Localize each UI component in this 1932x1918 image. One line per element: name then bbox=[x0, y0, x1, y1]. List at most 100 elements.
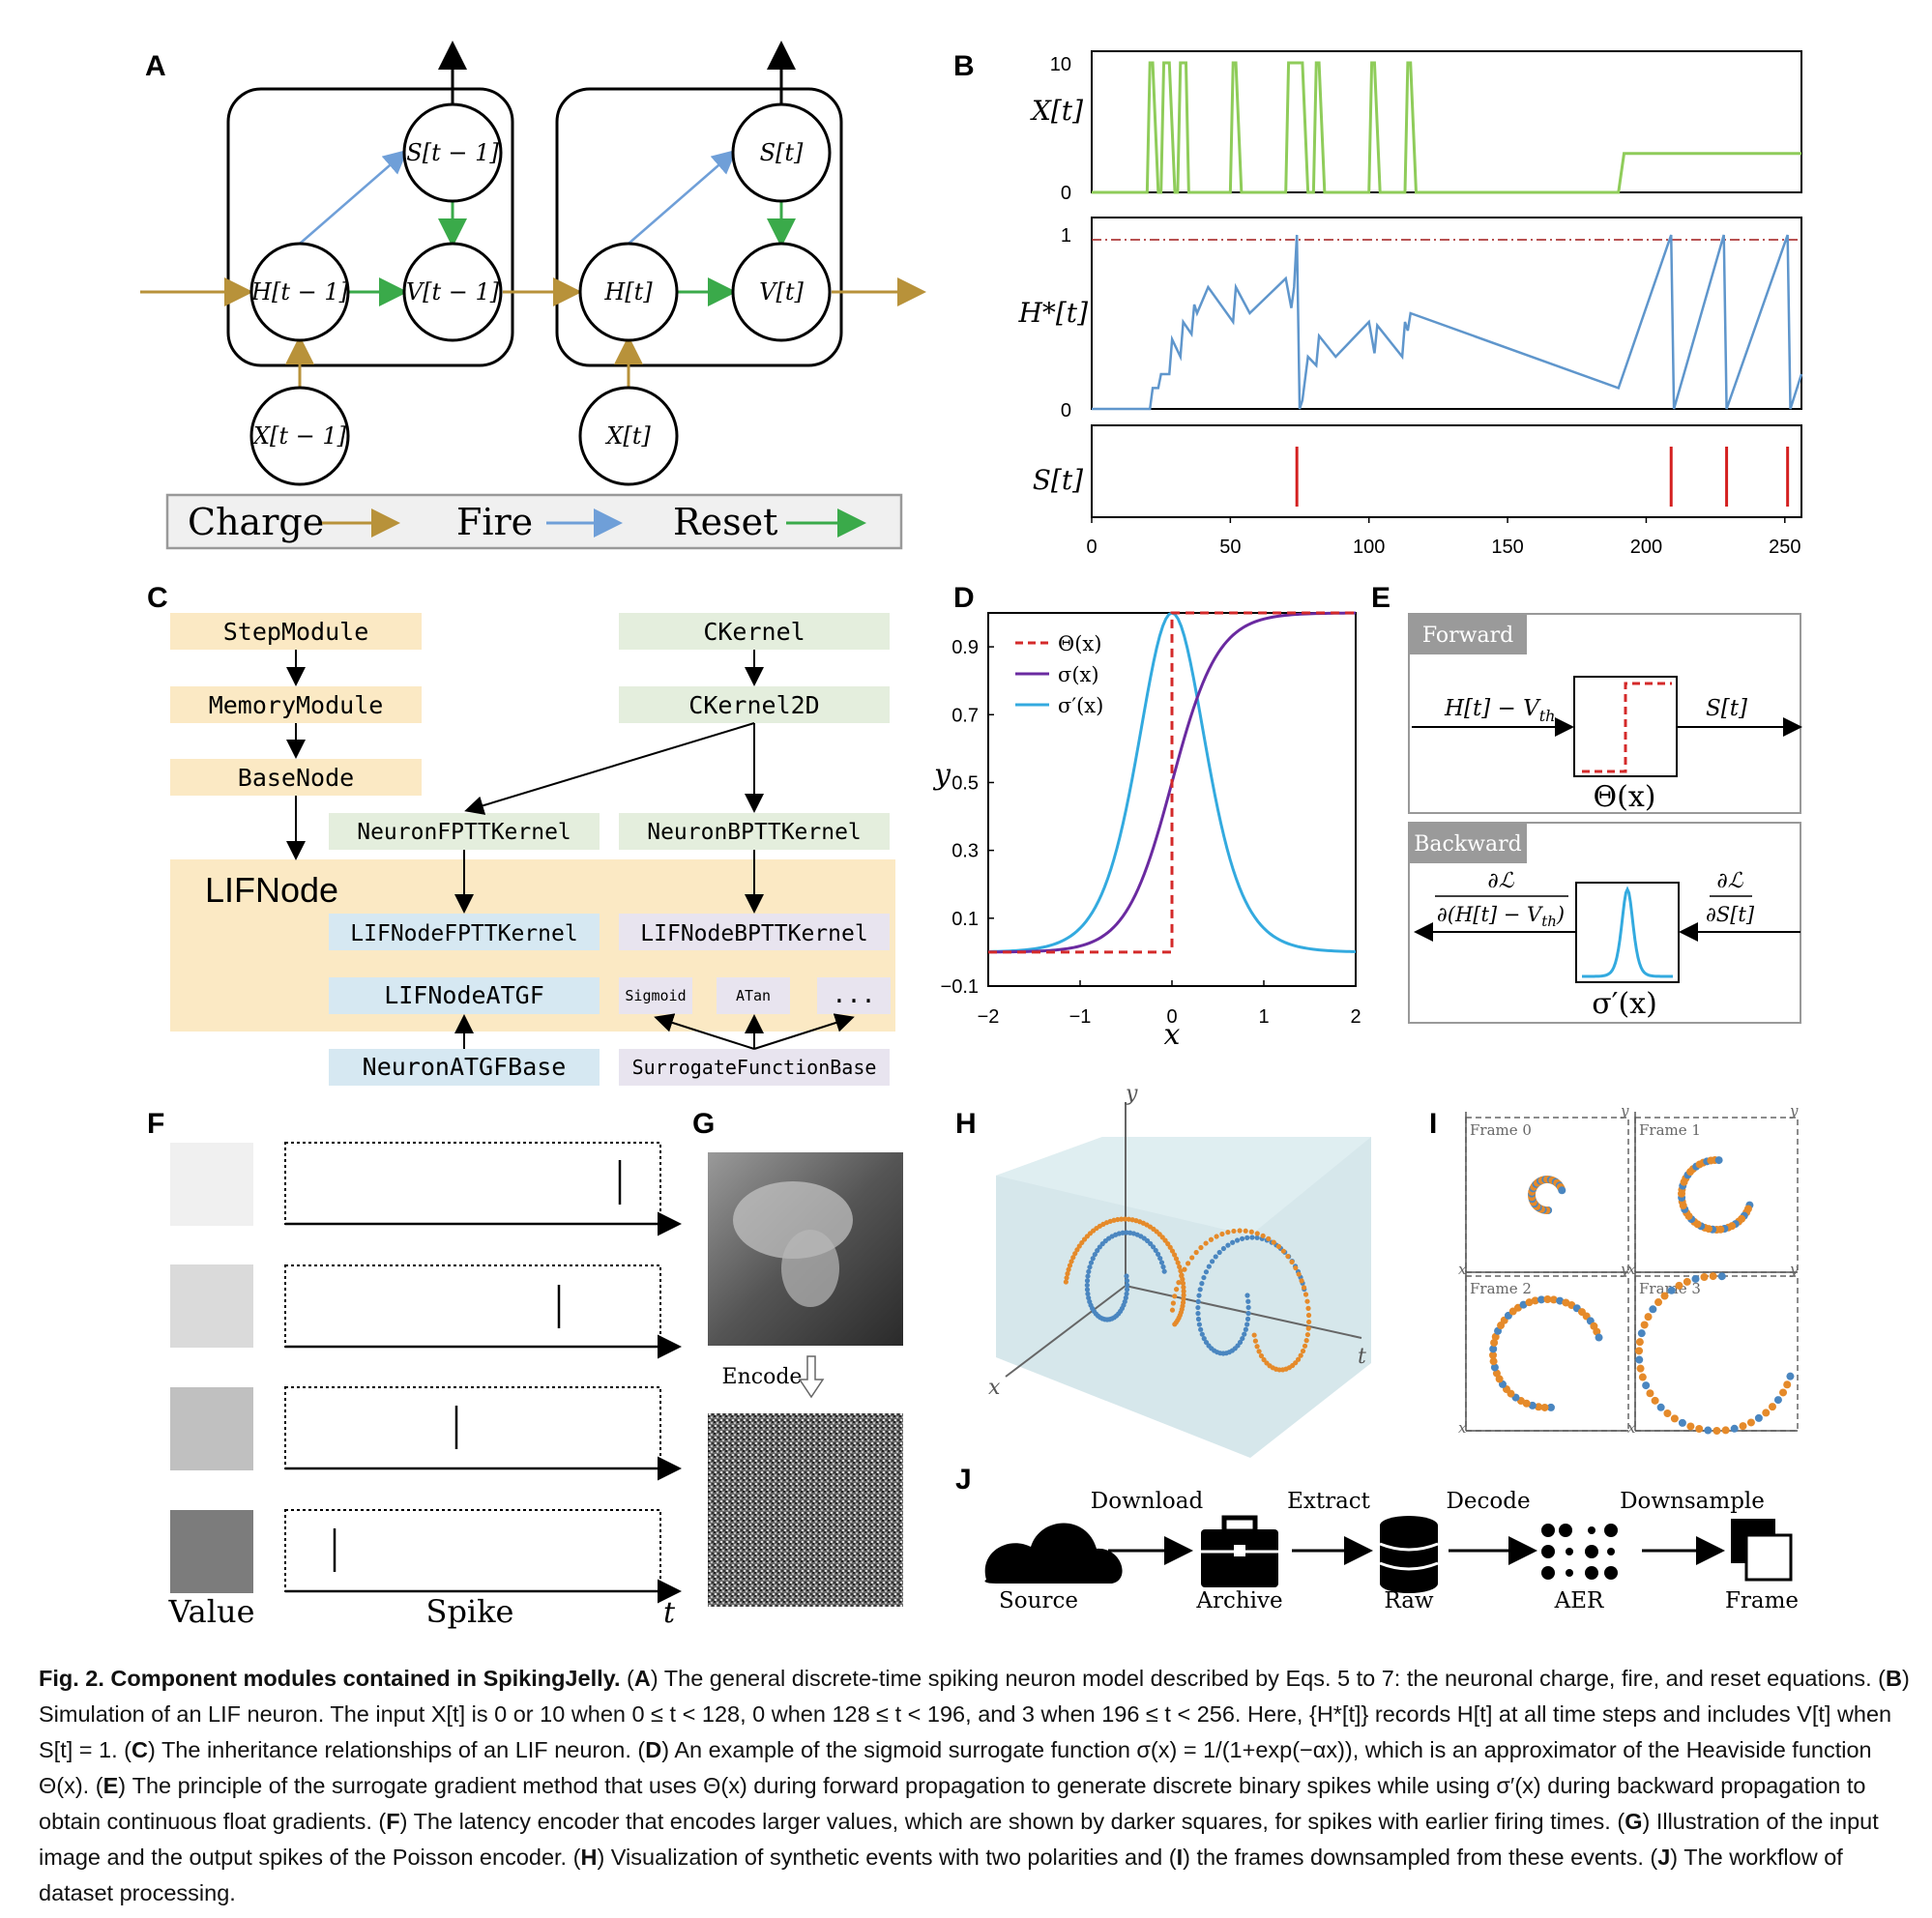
h-event-point-180 bbox=[1169, 1307, 1176, 1313]
node-v-prev-label: V[t − 1] bbox=[406, 278, 500, 305]
e-backward-left-num: ∂ℒ bbox=[1487, 869, 1514, 893]
d-ytick-3: 0.5 bbox=[951, 772, 979, 794]
h-event-point-222 bbox=[1298, 1352, 1303, 1358]
caption-title: Fig. 2. Component modules contained in S… bbox=[39, 1666, 621, 1691]
e-forward-title: Forward bbox=[1422, 624, 1513, 648]
box-ckernel bbox=[619, 613, 890, 650]
h-y-label: y bbox=[1125, 1082, 1138, 1106]
b-ylabel-s: S[t] bbox=[1033, 464, 1083, 496]
h-event-point-64 bbox=[1067, 1263, 1073, 1268]
i-frame-3-point-0 bbox=[1786, 1372, 1795, 1380]
node-h bbox=[578, 242, 679, 342]
d-xtick-1: −1 bbox=[1069, 1006, 1092, 1028]
h-event-point-128 bbox=[1240, 1335, 1245, 1342]
h-event-point-123 bbox=[1245, 1310, 1251, 1317]
d-series bbox=[987, 611, 1357, 954]
i-frame-2-point-12 bbox=[1490, 1363, 1499, 1372]
h-event-point-184 bbox=[1176, 1280, 1182, 1286]
i-frame-3-point-5 bbox=[1762, 1409, 1771, 1417]
i-frame-2-point-15 bbox=[1489, 1345, 1498, 1353]
b-series-h bbox=[1092, 234, 1803, 411]
j-step-decode: Decode bbox=[1446, 1489, 1530, 1514]
box-memorymodule bbox=[170, 686, 422, 723]
j-stage-source: Source bbox=[999, 1588, 1078, 1613]
h-event-point-181 bbox=[1170, 1300, 1176, 1306]
b-xtick-2: 100 bbox=[1353, 537, 1385, 558]
h-event-point-185 bbox=[1179, 1273, 1185, 1279]
i-frame-ylabel-0: y bbox=[1620, 1102, 1629, 1119]
i-frame-3-point-26 bbox=[1635, 1338, 1644, 1347]
box-basenode bbox=[170, 759, 422, 796]
h-event-point-208 bbox=[1293, 1264, 1299, 1271]
h-event-point-59 bbox=[1161, 1268, 1167, 1274]
h-event-point-67 bbox=[1072, 1251, 1078, 1257]
b-h-ytick-0: 0 bbox=[1061, 400, 1071, 421]
h-event-point-153 bbox=[1201, 1274, 1207, 1281]
i-frame-3-point-11 bbox=[1712, 1426, 1721, 1435]
h-event-point-151 bbox=[1197, 1287, 1203, 1293]
b-xtick-3: 150 bbox=[1491, 537, 1523, 558]
caption-d: An example of the sigmoid surrogate func… bbox=[39, 1737, 1872, 1798]
node-x-label: X[t] bbox=[604, 422, 651, 450]
h-event-point-45 bbox=[1124, 1230, 1129, 1235]
e-forward-input-main: H[t] − V bbox=[1444, 696, 1541, 721]
i-frame-3-point-4 bbox=[1768, 1403, 1776, 1411]
d-xtick-0: −2 bbox=[978, 1006, 1000, 1028]
panel-e: E Forward H[t] − Vth Θ(x) S[t] Backward … bbox=[1371, 582, 1802, 1024]
box-neuronbpttkernel-label: NeuronBPTTKernel bbox=[647, 820, 862, 845]
i-frame-3-point-20 bbox=[1646, 1389, 1654, 1398]
h-event-point-194 bbox=[1219, 1231, 1225, 1237]
i-frame-3-point-34 bbox=[1675, 1281, 1683, 1290]
i-frame-3-point-12 bbox=[1704, 1426, 1712, 1435]
legend-a bbox=[165, 493, 903, 550]
h-event-point-53 bbox=[1150, 1244, 1156, 1250]
f-value-square-3 bbox=[170, 1387, 253, 1470]
i-frame-0-point-39 bbox=[1558, 1186, 1566, 1195]
h-event-point-156 bbox=[1209, 1259, 1215, 1264]
h-event-point-235 bbox=[1258, 1352, 1265, 1359]
j-stage-archive: Archive bbox=[1195, 1588, 1282, 1613]
e-forward-input: H[t] − Vth bbox=[1444, 696, 1555, 725]
h-event-point-187 bbox=[1186, 1261, 1191, 1266]
caption-b: Simulation of an LIF neuron. The input X… bbox=[39, 1701, 1892, 1762]
caption-j: The workflow of dataset processing. bbox=[39, 1845, 1843, 1905]
h-event-point-60 bbox=[1063, 1279, 1068, 1285]
h-event-point-119 bbox=[1172, 1322, 1178, 1327]
h-event-point-24 bbox=[1087, 1298, 1093, 1305]
h-event-point-218 bbox=[1304, 1331, 1310, 1338]
panel-letter-b: B bbox=[953, 50, 975, 82]
panel-letter-c: C bbox=[147, 582, 168, 614]
d-ytick-4: 0.7 bbox=[951, 705, 979, 726]
i-frame-3-point-31 bbox=[1654, 1298, 1663, 1307]
h-event-point-189 bbox=[1193, 1249, 1199, 1256]
node-x bbox=[578, 386, 679, 486]
box-lifnodebpttkernel bbox=[619, 914, 890, 950]
h-axis-t bbox=[1125, 1285, 1362, 1339]
node-s-prev-label: S[t − 1] bbox=[406, 139, 499, 166]
h-event-point-213 bbox=[1304, 1298, 1310, 1304]
e-forward-output: S[t] bbox=[1706, 696, 1747, 721]
i-frame-3-point-25 bbox=[1635, 1347, 1644, 1355]
h-event-point-83 bbox=[1122, 1216, 1128, 1222]
box-neuronatgfbase-label: NeuronATGFBase bbox=[363, 1053, 567, 1081]
d-ytick-0: −0.1 bbox=[941, 976, 979, 998]
i-frame-2-point-11 bbox=[1492, 1369, 1501, 1378]
i-frame-3-point-2 bbox=[1779, 1388, 1788, 1397]
h-event-point-99 bbox=[1171, 1252, 1178, 1258]
i-frame-2-point-39 bbox=[1595, 1333, 1603, 1342]
panel-f: F Value Spike t bbox=[147, 1108, 682, 1630]
h-x-label: x bbox=[988, 1376, 1001, 1400]
d-ytick-5: 0.9 bbox=[951, 637, 979, 658]
cell-box-prev bbox=[226, 87, 514, 367]
d-xtick-4: 2 bbox=[1350, 1006, 1361, 1028]
h-event-point-152 bbox=[1199, 1281, 1205, 1287]
box-dots-label: ... bbox=[832, 980, 875, 1008]
i-frame-3-point-1 bbox=[1783, 1380, 1792, 1389]
panel-h: H y x t bbox=[955, 1082, 1371, 1458]
h-event-point-121 bbox=[1245, 1298, 1251, 1304]
h-event-point-98 bbox=[1169, 1248, 1176, 1254]
